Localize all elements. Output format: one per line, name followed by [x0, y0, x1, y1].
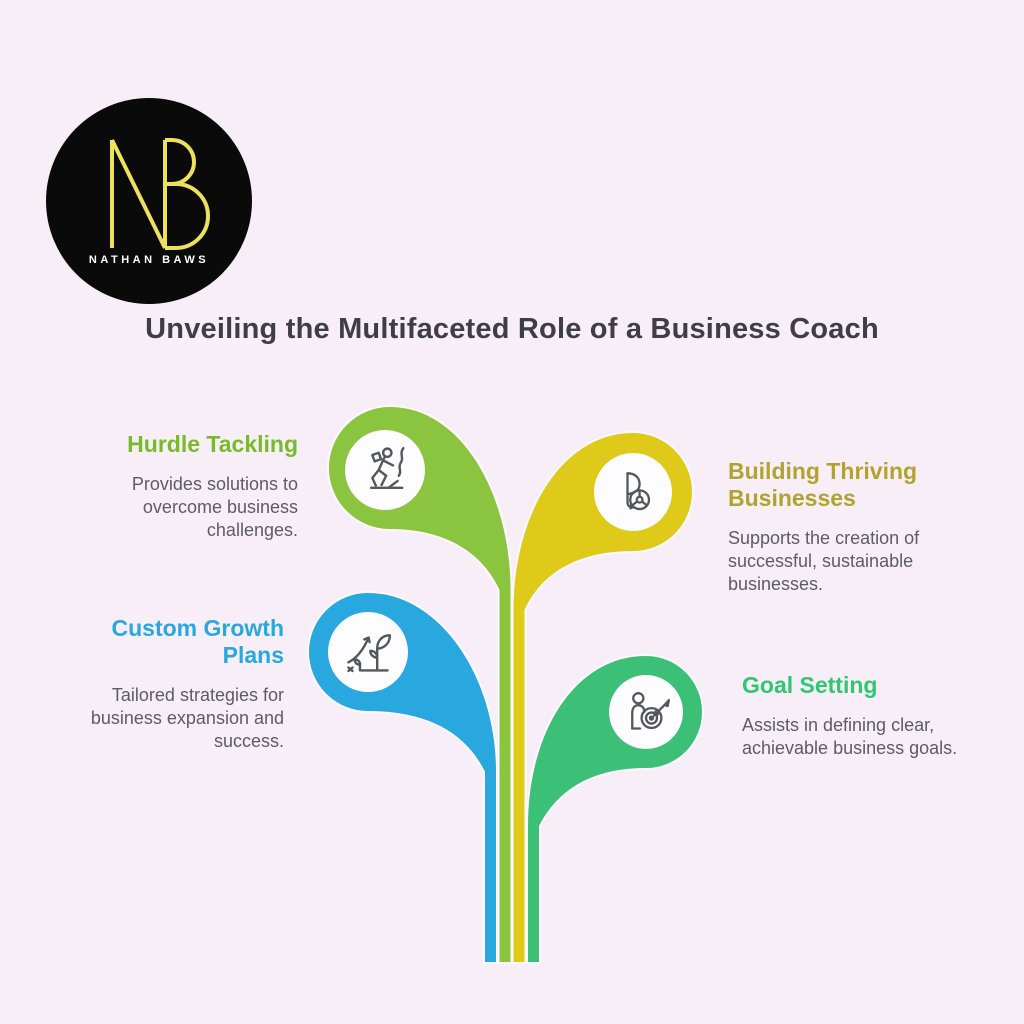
custom-growth-heading: Custom Growth Plans: [111, 615, 285, 669]
custom-pod: [328, 612, 408, 692]
hurdle-pod: [345, 430, 425, 510]
section-hurdle-tackling: Hurdle Tackling Provides solutions to ov…: [110, 431, 298, 542]
letter-b-wheel-icon: [626, 472, 651, 511]
building-thriving-body: Supports the creation of successful, sus…: [728, 528, 920, 594]
section-custom-growth-plans: Custom Growth Plans Tailored strategies …: [86, 615, 284, 753]
page-title: Unveiling the Multifaceted Role of a Bus…: [145, 313, 879, 345]
person-target-icon: [631, 692, 671, 730]
hurdle-tackling-branch: [327, 404, 513, 964]
plant-growth-arrow-icon: [347, 634, 392, 673]
building-thriving-branch: [511, 430, 694, 964]
goal-setting-heading: Goal Setting: [742, 672, 878, 698]
hurdle-tackling-body: Provides solutions to overcome business …: [131, 474, 298, 540]
goal-pod: [609, 675, 683, 749]
custom-growth-body: Tailored strategies for business expansi…: [90, 685, 284, 751]
goal-setting-body: Assists in defining clear, achievable bu…: [742, 715, 958, 758]
building-thriving-heading: Building Thriving Businesses: [728, 458, 918, 512]
section-goal-setting: Goal Setting Assists in defining clear, …: [742, 672, 972, 760]
hiker-climbing-icon: [369, 446, 405, 490]
hurdle-tackling-heading: Hurdle Tackling: [127, 431, 298, 457]
nb-monogram-icon: [110, 138, 210, 250]
section-building-thriving-businesses: Building Thriving Businesses Supports th…: [728, 458, 946, 596]
nathan-baws-logo: NATHAN BAWS: [46, 98, 252, 304]
brand-name: NATHAN BAWS: [88, 254, 210, 266]
